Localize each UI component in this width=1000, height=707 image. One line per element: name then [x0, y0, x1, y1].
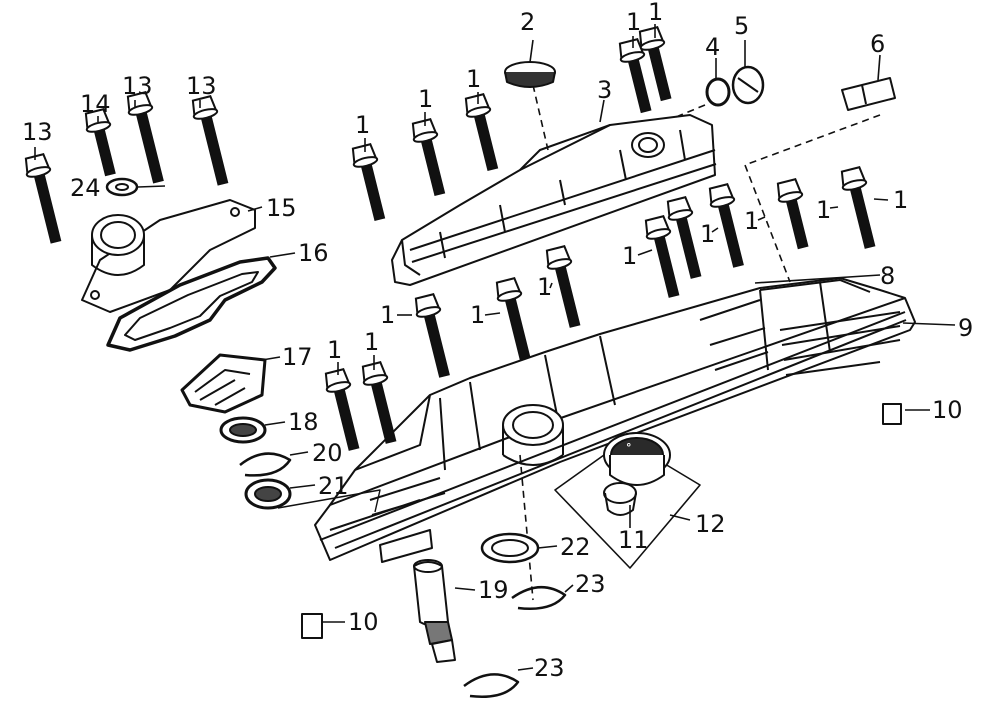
callout-23-lower: 23: [534, 654, 565, 682]
callout-11: 11: [618, 526, 649, 554]
circlip-23-lower: [463, 673, 520, 698]
washer-22: [480, 532, 540, 564]
bolt-13a: [24, 153, 62, 244]
bolt-leader-5: [637, 249, 653, 256]
bolt-set: [24, 26, 876, 451]
callout-8: 8: [880, 262, 896, 290]
dowel-10-right: [882, 403, 902, 425]
cap-2: [504, 61, 556, 88]
callout-24: 24: [70, 174, 101, 202]
thermostat-housing-15: [81, 199, 256, 313]
bolt-13b: [126, 91, 164, 184]
o-ring-4: [705, 77, 731, 107]
seal-18: [219, 416, 267, 444]
seal-21: [244, 478, 292, 510]
bolt-leader-6: [711, 227, 719, 233]
callout-1-d: 1: [626, 8, 642, 36]
callout-23-upper: 23: [575, 570, 606, 598]
circlip-20: [239, 452, 292, 477]
callout-13-a: 13: [22, 118, 53, 146]
gasket-16: [106, 256, 277, 352]
callout-13-b: 13: [122, 72, 153, 100]
circlip-23-upper: [511, 586, 567, 610]
plug-5: [731, 65, 765, 105]
bolt-leader-7: [757, 216, 766, 221]
callout-21: 21: [318, 472, 349, 500]
callout-16: 16: [298, 239, 329, 267]
callout-9: 9: [958, 314, 974, 342]
bolt-a: [351, 143, 386, 222]
pump-shaft-19: [413, 559, 456, 663]
callout-2: 2: [520, 8, 536, 36]
callout-18: 18: [288, 408, 319, 436]
bolt-l: [495, 277, 531, 360]
bolt-14: [84, 108, 116, 177]
dowel-10-left: [301, 613, 323, 639]
callout-1-n: 1: [327, 336, 343, 364]
callout-14: 14: [80, 90, 111, 118]
bolt-leader-lines: [34, 24, 889, 375]
callout-1-j: 1: [893, 186, 909, 214]
bolt-b: [411, 118, 446, 197]
callout-22: 22: [560, 533, 591, 561]
callout-6: 6: [870, 30, 886, 58]
bolt-leader-11: [484, 312, 501, 316]
washer-24: [105, 177, 139, 197]
impeller-17: [180, 353, 267, 414]
bolt-o: [361, 361, 397, 444]
bolt-e: [638, 26, 672, 102]
bolt-13c: [191, 95, 229, 186]
callout-10-right: 10: [932, 396, 963, 424]
leader-lines: [137, 39, 956, 671]
callout-1-h: 1: [744, 207, 760, 235]
callout-1-m: 1: [380, 301, 396, 329]
bolt-c: [464, 93, 499, 172]
callout-1-a: 1: [355, 111, 371, 139]
callout-1-o: 1: [364, 328, 380, 356]
callout-4: 4: [705, 33, 721, 61]
callout-20: 20: [312, 439, 343, 467]
bolt-m: [414, 293, 450, 378]
callout-17: 17: [282, 343, 313, 371]
bolt-i: [776, 178, 809, 250]
callout-1-e: 1: [648, 0, 664, 26]
callout-1-b: 1: [418, 85, 434, 113]
bolt-h: [708, 183, 744, 268]
bolt-f: [644, 215, 680, 298]
callout-13-c: 13: [186, 72, 217, 100]
bolt-leader-10: [549, 282, 553, 289]
bolt-n: [324, 368, 360, 451]
bolt-leader-8: [829, 206, 839, 209]
callout-1-c: 1: [466, 65, 482, 93]
upper-cover-3: [391, 114, 717, 286]
callout-1-g: 1: [700, 220, 716, 248]
callout-12: 12: [695, 510, 726, 538]
callout-1-k: 1: [537, 273, 553, 301]
cap-degree-mark: °: [626, 441, 632, 454]
lower-valve-cover-9: [314, 277, 916, 563]
bolt-k: [545, 245, 581, 328]
callout-5: 5: [734, 12, 750, 40]
dowel-6: [841, 77, 896, 111]
seal-21-guide: [277, 489, 381, 513]
callout-1-f: 1: [622, 242, 638, 270]
oil-filler-cap-11-12: ° OIL: [554, 432, 701, 569]
bolt-j: [840, 166, 876, 249]
callout-1-i: 1: [816, 196, 832, 224]
callout-10-left: 10: [348, 608, 379, 636]
bolt-d: [618, 38, 652, 114]
callout-19: 19: [478, 576, 509, 604]
callout-1-l: 1: [470, 301, 486, 329]
callout-15: 15: [266, 194, 297, 222]
bolt-g: [666, 196, 702, 279]
bolt-leader-9: [873, 198, 889, 201]
callout-3: 3: [597, 76, 613, 104]
